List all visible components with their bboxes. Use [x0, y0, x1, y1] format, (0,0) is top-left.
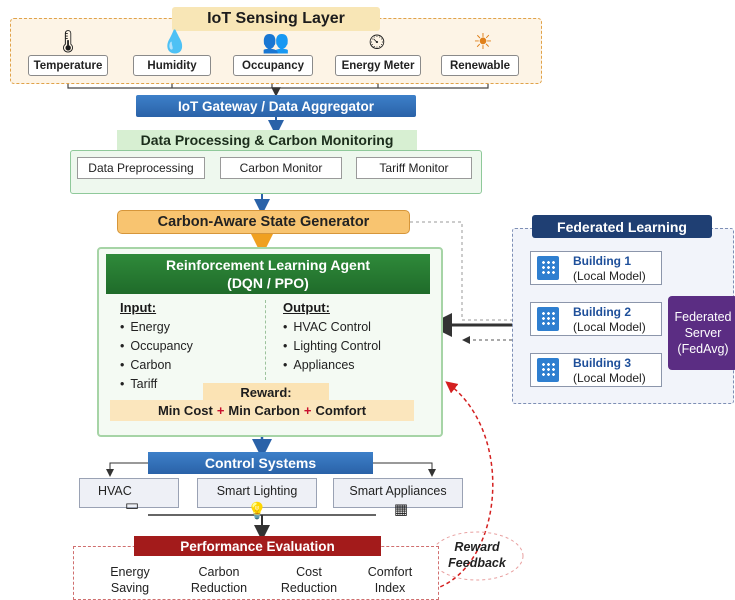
building-model: (Local Model)	[573, 320, 646, 334]
building-name: Building 1	[573, 254, 631, 268]
reward-formula: Min Cost + Min Carbon + Comfort	[110, 400, 414, 421]
building-model: (Local Model)	[573, 371, 646, 385]
input-item: Tariff	[120, 377, 157, 391]
federated-title: Federated Learning	[532, 215, 712, 238]
server-line: Server	[684, 326, 722, 340]
water-drop-icon: 💧	[161, 29, 189, 54]
building-model: (Local Model)	[573, 269, 646, 283]
metric-line: Saving	[110, 581, 150, 595]
reward-term: Min Carbon	[228, 403, 300, 418]
light-bulb-icon: 💡	[247, 503, 267, 520]
input-label: Input:	[120, 300, 157, 315]
reward-term: Min Cost	[157, 403, 213, 418]
agent-divider	[265, 300, 266, 380]
rl-agent-header: Reinforcement Learning Agent (DQN / PPO)	[106, 254, 430, 294]
reward-feedback-label: Reward Feedback	[442, 538, 512, 572]
building-icon	[537, 307, 559, 331]
output-label: Output:	[283, 300, 330, 315]
sensor-humidity: Humidity	[133, 55, 211, 76]
control-systems-box: Control Systems	[148, 452, 373, 474]
output-item: HVAC Control	[283, 320, 371, 334]
metric-line: Energy	[110, 565, 150, 579]
reward-term: Comfort	[315, 403, 367, 418]
processing-title: Data Processing & Carbon Monitoring	[117, 130, 417, 150]
tariff-monitor-box: Tariff Monitor	[356, 157, 472, 179]
renewable-icon: ☀	[473, 29, 493, 54]
sensor-energy-meter: Energy Meter	[335, 55, 421, 76]
sensor-renewable: Renewable	[441, 55, 519, 76]
server-line: (FedAvg)	[677, 342, 729, 356]
people-icon: 👥	[262, 29, 290, 54]
iot-gateway-box: IoT Gateway / Data Aggregator	[136, 95, 416, 117]
metric-line: Comfort	[367, 565, 413, 579]
metric-line: Reduction	[280, 581, 338, 595]
reward-label: Reward:	[203, 383, 329, 401]
appliance-icon: ▦	[393, 501, 409, 518]
metric-line: Carbon	[198, 565, 240, 579]
output-item: Lighting Control	[283, 339, 381, 353]
iot-sensing-title: IoT Sensing Layer	[172, 7, 380, 31]
building-icon	[537, 256, 559, 280]
thermometer-icon: 🌡	[54, 29, 82, 54]
rl-agent-title: Reinforcement Learning Agent	[165, 257, 371, 273]
server-line: Federated	[674, 310, 732, 324]
feedback-line: Reward	[454, 540, 500, 554]
data-preprocessing-box: Data Preprocessing	[77, 157, 205, 179]
plus-sign: +	[216, 403, 225, 418]
rl-agent-algorithms: (DQN / PPO)	[227, 275, 309, 291]
hvac-box: HVAC	[79, 478, 179, 508]
carbon-monitor-box: Carbon Monitor	[220, 157, 342, 179]
building-1-node: Building 1(Local Model)	[530, 251, 662, 285]
building-icon	[537, 358, 559, 382]
input-item: Occupancy	[120, 339, 193, 353]
smart-lighting-box: Smart Lighting	[197, 478, 317, 508]
building-2-node: Building 2(Local Model)	[530, 302, 662, 336]
smart-appliances-box: Smart Appliances	[333, 478, 463, 508]
carbon-aware-state-generator: Carbon-Aware State Generator	[117, 210, 410, 234]
output-item: Appliances	[283, 358, 354, 372]
building-name: Building 2	[573, 305, 631, 319]
metric-line: Index	[374, 581, 406, 595]
plus-sign: +	[303, 403, 312, 418]
hvac-unit-icon: ▭	[124, 497, 140, 514]
federated-server: Federated Server (FedAvg)	[668, 296, 735, 370]
metric-line: Cost	[296, 565, 322, 579]
metric-line: Reduction	[190, 581, 248, 595]
sensor-temperature: Temperature	[28, 55, 108, 76]
building-3-node: Building 3(Local Model)	[530, 353, 662, 387]
input-item: Energy	[120, 320, 170, 334]
energy-meter-icon: ⏲	[368, 29, 386, 54]
feedback-line: Feedback	[448, 556, 506, 570]
building-name: Building 3	[573, 356, 631, 370]
input-item: Carbon	[120, 358, 171, 372]
sensor-occupancy: Occupancy	[233, 55, 313, 76]
performance-title: Performance Evaluation	[134, 536, 381, 556]
